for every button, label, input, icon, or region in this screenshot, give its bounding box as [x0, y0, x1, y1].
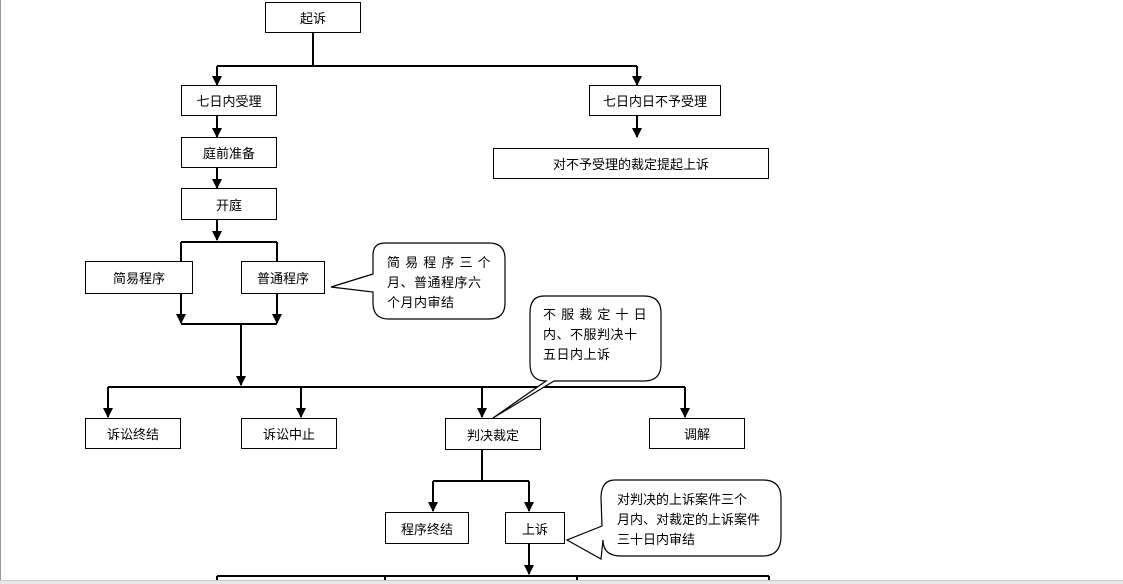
- callout-line: 不 服 裁 定 十 日: [543, 308, 648, 323]
- node-open-court: 开庭: [181, 188, 277, 220]
- callout-line: 简 易 程 序 三 个: [387, 256, 492, 271]
- callout-trial-time-bubble: [330, 242, 506, 320]
- node-judgment: 判决裁定: [445, 418, 541, 450]
- window-bottom-edge: [0, 580, 1123, 584]
- node-terminate: 诉讼终结: [85, 418, 181, 449]
- callout-appeal-time: 对判决的上诉案件三个 月内、对裁定的上诉案件 三十日内审结: [617, 491, 783, 551]
- callout-line: 个月内审结: [387, 296, 455, 311]
- callout-line: 月、普通程序六: [387, 276, 482, 291]
- callout-appeal-window-bubble: [492, 295, 662, 419]
- node-ordinary-procedure: 普通程序: [241, 261, 325, 294]
- node-appeal-reject: 对不予受理的裁定提起上诉: [493, 148, 769, 179]
- callout-trial-time: 简 易 程 序 三 个 月、普通程序六 个月内审结: [387, 254, 499, 314]
- node-sue: 起诉: [265, 2, 361, 33]
- node-appeal: 上诉: [505, 512, 565, 544]
- node-procedure-end: 程序终结: [385, 512, 469, 544]
- node-mediation: 调解: [649, 418, 745, 449]
- node-pretrial: 庭前准备: [181, 137, 277, 168]
- callout-line: 内、不服判决十: [543, 328, 638, 343]
- node-suspend: 诉讼中止: [241, 418, 337, 449]
- node-accept: 七日内受理: [181, 85, 277, 116]
- callout-line: 五日内上诉: [543, 348, 611, 363]
- callout-appeal-window: 不 服 裁 定 十 日 内、不服判决十 五日内上诉: [543, 306, 659, 366]
- callout-appeal-time-bubble: [565, 479, 782, 560]
- node-reject: 七日内日不予受理: [589, 85, 721, 116]
- callout-line: 对判决的上诉案件三个: [617, 493, 748, 508]
- callout-line: 三十日内审结: [617, 533, 696, 548]
- callout-line: 月内、对裁定的上诉案件: [617, 513, 761, 528]
- node-simple-procedure: 简易程序: [85, 261, 193, 294]
